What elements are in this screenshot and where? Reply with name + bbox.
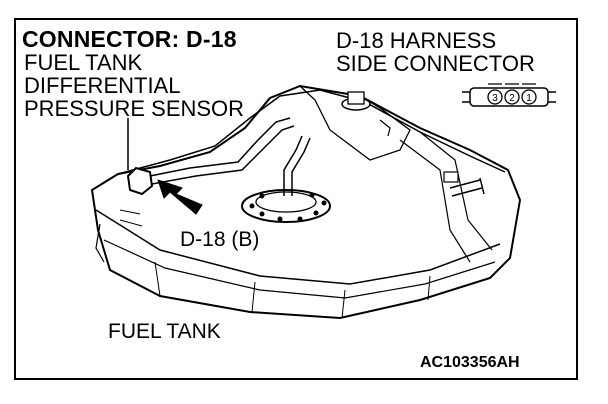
harness-connector-icon: 3 2 1 [462, 83, 556, 107]
harness-label-line-2: SIDE CONNECTOR [336, 51, 535, 76]
connector-callout: D-18 (B) [180, 228, 260, 251]
fuel-tank-label: FUEL TANK [108, 320, 221, 343]
harness-label-line-1: D-18 HARNESS [336, 28, 497, 53]
figure-code: AC103356AH [420, 354, 520, 371]
tank-top-surface [117, 89, 506, 175]
pin-1 [521, 89, 537, 105]
pin-2 [504, 89, 520, 105]
pump-ring-bolts [249, 192, 327, 222]
pin-label-3: 3 [492, 93, 498, 104]
connector-arrow [157, 179, 203, 215]
vent-tube [149, 117, 295, 185]
pin-label-1: 1 [526, 93, 532, 104]
connector-title: CONNECTOR: D-18 [22, 26, 237, 52]
tank-side-rail [95, 209, 501, 285]
pin-3 [487, 89, 503, 105]
component-line-1: FUEL TANK [24, 50, 143, 75]
pressure-sensor [126, 166, 154, 196]
component-line-3: PRESSURE SENSOR [24, 96, 245, 121]
pin-label-2: 2 [509, 93, 515, 104]
component-line-2: DIFFERENTIAL [24, 73, 181, 98]
